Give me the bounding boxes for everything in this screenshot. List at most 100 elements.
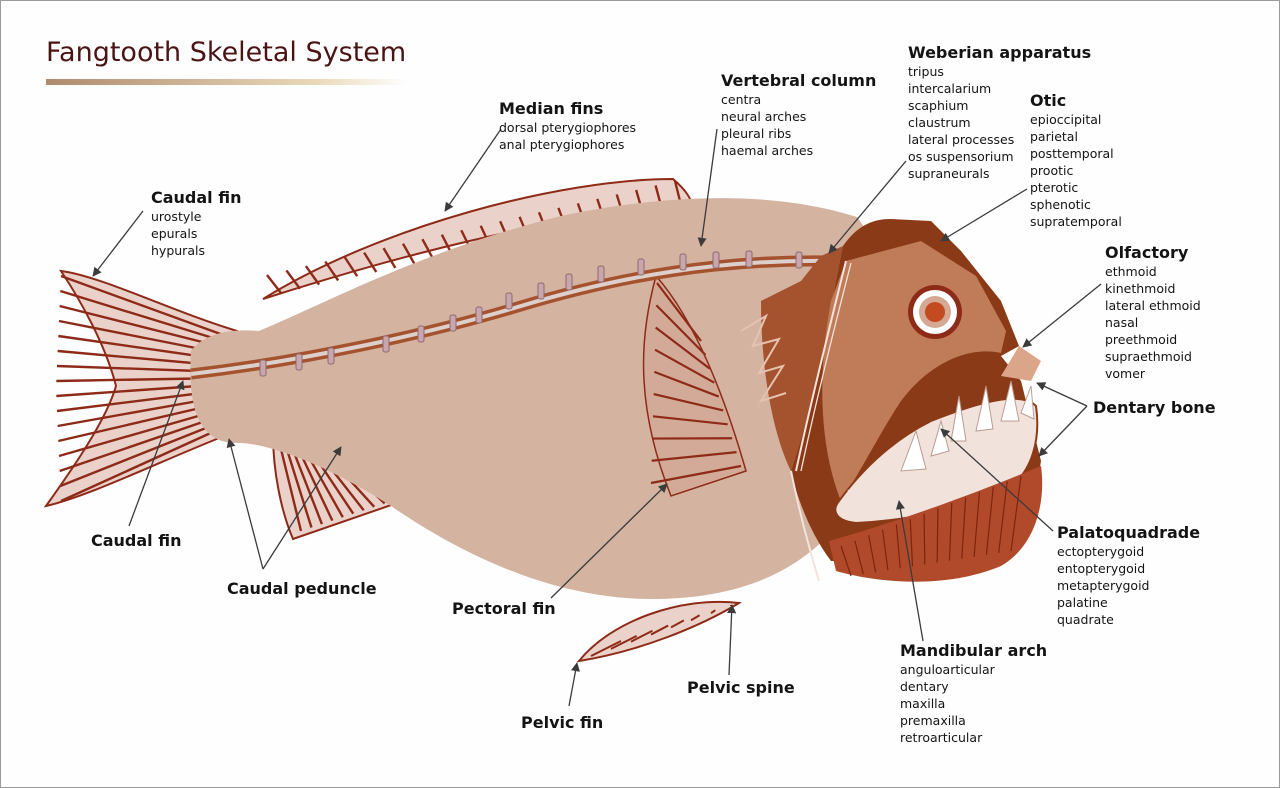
fin-ray <box>363 251 378 273</box>
label-item: supratemporal <box>1030 214 1122 229</box>
label-item: anal pterygiophores <box>499 137 625 152</box>
jaw-muscle-line <box>923 513 926 565</box>
jaw-muscle-line <box>854 540 864 575</box>
arrow-palatoquadrade <box>940 428 1054 532</box>
vertebra <box>679 253 687 271</box>
leader-lines <box>92 128 1102 707</box>
label-otic: Otic epioccipital parietal posttemporal … <box>1030 91 1122 230</box>
fin-ray <box>670 619 685 629</box>
vertebra <box>637 258 645 276</box>
fin-ray <box>650 624 669 636</box>
pelvic-fin-shape <box>576 600 743 663</box>
arrow-weberian <box>828 160 907 254</box>
label-item: claustrum <box>908 115 971 130</box>
label-olfactory: Olfactory ethmoid kinethmoid lateral eth… <box>1105 243 1201 382</box>
arrow-dentary-2 <box>1038 405 1088 457</box>
label-heading: Otic <box>1030 91 1067 110</box>
jaw-muscle-line <box>840 545 852 577</box>
fin-ray <box>656 282 702 342</box>
fin-ray <box>343 256 359 277</box>
label-item: posttemporal <box>1030 146 1114 161</box>
label-heading: Mandibular arch <box>900 641 1048 660</box>
fin-ray <box>654 348 715 384</box>
jaw-muscle-line <box>909 519 914 567</box>
label-item: pterotic <box>1030 180 1079 195</box>
fin-ray <box>655 304 707 356</box>
fin-ray <box>651 451 737 462</box>
arrow-pelvic-spine <box>727 604 737 676</box>
label-item: ectopterygoid <box>1057 544 1145 559</box>
label-item: scaphium <box>908 98 969 113</box>
label-vertebral-column: Vertebral column centra neural arches pl… <box>721 71 876 159</box>
fish-body <box>190 198 882 600</box>
label-pelvic-fin: Pelvic fin <box>521 713 604 732</box>
vertebra <box>449 314 457 332</box>
label-item: premaxilla <box>900 713 966 728</box>
label-heading: Caudal fin <box>151 188 242 207</box>
jaw-muscle-line <box>895 524 901 569</box>
label-item: epioccipital <box>1030 112 1102 127</box>
arrow-mandibular <box>895 500 924 642</box>
label-item: epurals <box>151 226 198 241</box>
label-pelvic-spine: Pelvic spine <box>687 678 795 697</box>
fin-ray <box>590 640 622 657</box>
label-caudal-fin-top: Caudal fin urostyle epurals hypurals <box>151 188 241 259</box>
fin-ray <box>610 634 638 650</box>
label-item: supraethmoid <box>1105 349 1192 364</box>
fin-ray <box>401 243 416 265</box>
arrow-pectoral <box>550 483 668 599</box>
vertebra <box>537 282 545 300</box>
label-item: dentary <box>900 679 949 694</box>
page-title: Fangtooth Skeletal System <box>46 37 407 68</box>
label-item: parietal <box>1030 129 1078 144</box>
arrow-pelvic-fin <box>568 662 580 707</box>
fin-ray <box>650 464 742 485</box>
arrow-caudal-fin-bottom <box>128 380 185 527</box>
fin-ray <box>59 418 227 488</box>
pectoral-fin <box>642 274 747 497</box>
jaw-muscle-line <box>948 502 953 561</box>
vertebra <box>745 250 753 268</box>
label-item: metapterygoid <box>1057 578 1150 593</box>
label-item: prootic <box>1030 163 1074 178</box>
label-weberian-apparatus: Weberian apparatus tripus intercalarium … <box>908 43 1091 182</box>
label-mandibular-arch: Mandibular arch anguloarticular dentary … <box>900 641 1047 746</box>
jaw-muscle-line <box>961 497 967 559</box>
label-item: supraneurals <box>908 166 990 181</box>
arrow-peduncle-2 <box>262 446 342 570</box>
fin-ray <box>382 247 397 269</box>
label-item: sphenotic <box>1030 197 1091 212</box>
fin-ray <box>421 238 435 261</box>
label-item: dorsal pterygiophores <box>499 120 637 135</box>
fin-ray <box>266 274 282 294</box>
vertebra <box>795 251 803 269</box>
jaw-muscle-line <box>868 535 877 573</box>
fin-ray <box>710 609 716 614</box>
label-median-fins: Median fins dorsal pterygiophores anal p… <box>499 99 636 153</box>
arrow-otic <box>940 188 1028 242</box>
label-caudal-fin-bottom: Caudal fin <box>91 531 182 550</box>
label-item: quadrate <box>1057 612 1114 627</box>
label-item: haemal arches <box>721 143 814 158</box>
arrow-caudal-fin-top <box>92 210 144 277</box>
jaw-muscle-line <box>998 481 1008 553</box>
title-underline <box>46 79 406 85</box>
arrow-median-fins <box>444 128 502 212</box>
fin-ray <box>690 614 701 622</box>
vertebral-column-shape <box>190 250 834 380</box>
fin-ray <box>304 265 321 286</box>
label-item: vomer <box>1105 366 1146 381</box>
vertebra <box>382 335 390 353</box>
fin-ray <box>60 274 227 338</box>
label-item: pleural ribs <box>721 126 792 141</box>
jaw-muscle-line <box>985 486 994 555</box>
label-item: entopterygoid <box>1057 561 1146 576</box>
vertebra <box>597 265 605 283</box>
vertebra <box>259 359 267 377</box>
label-item: neural arches <box>721 109 807 124</box>
label-pectoral-fin: Pectoral fin <box>452 599 556 618</box>
label-palatoquadrade: Palatoquadrade ectopterygoid entopterygo… <box>1057 523 1200 628</box>
label-item: kinethmoid <box>1105 281 1176 296</box>
